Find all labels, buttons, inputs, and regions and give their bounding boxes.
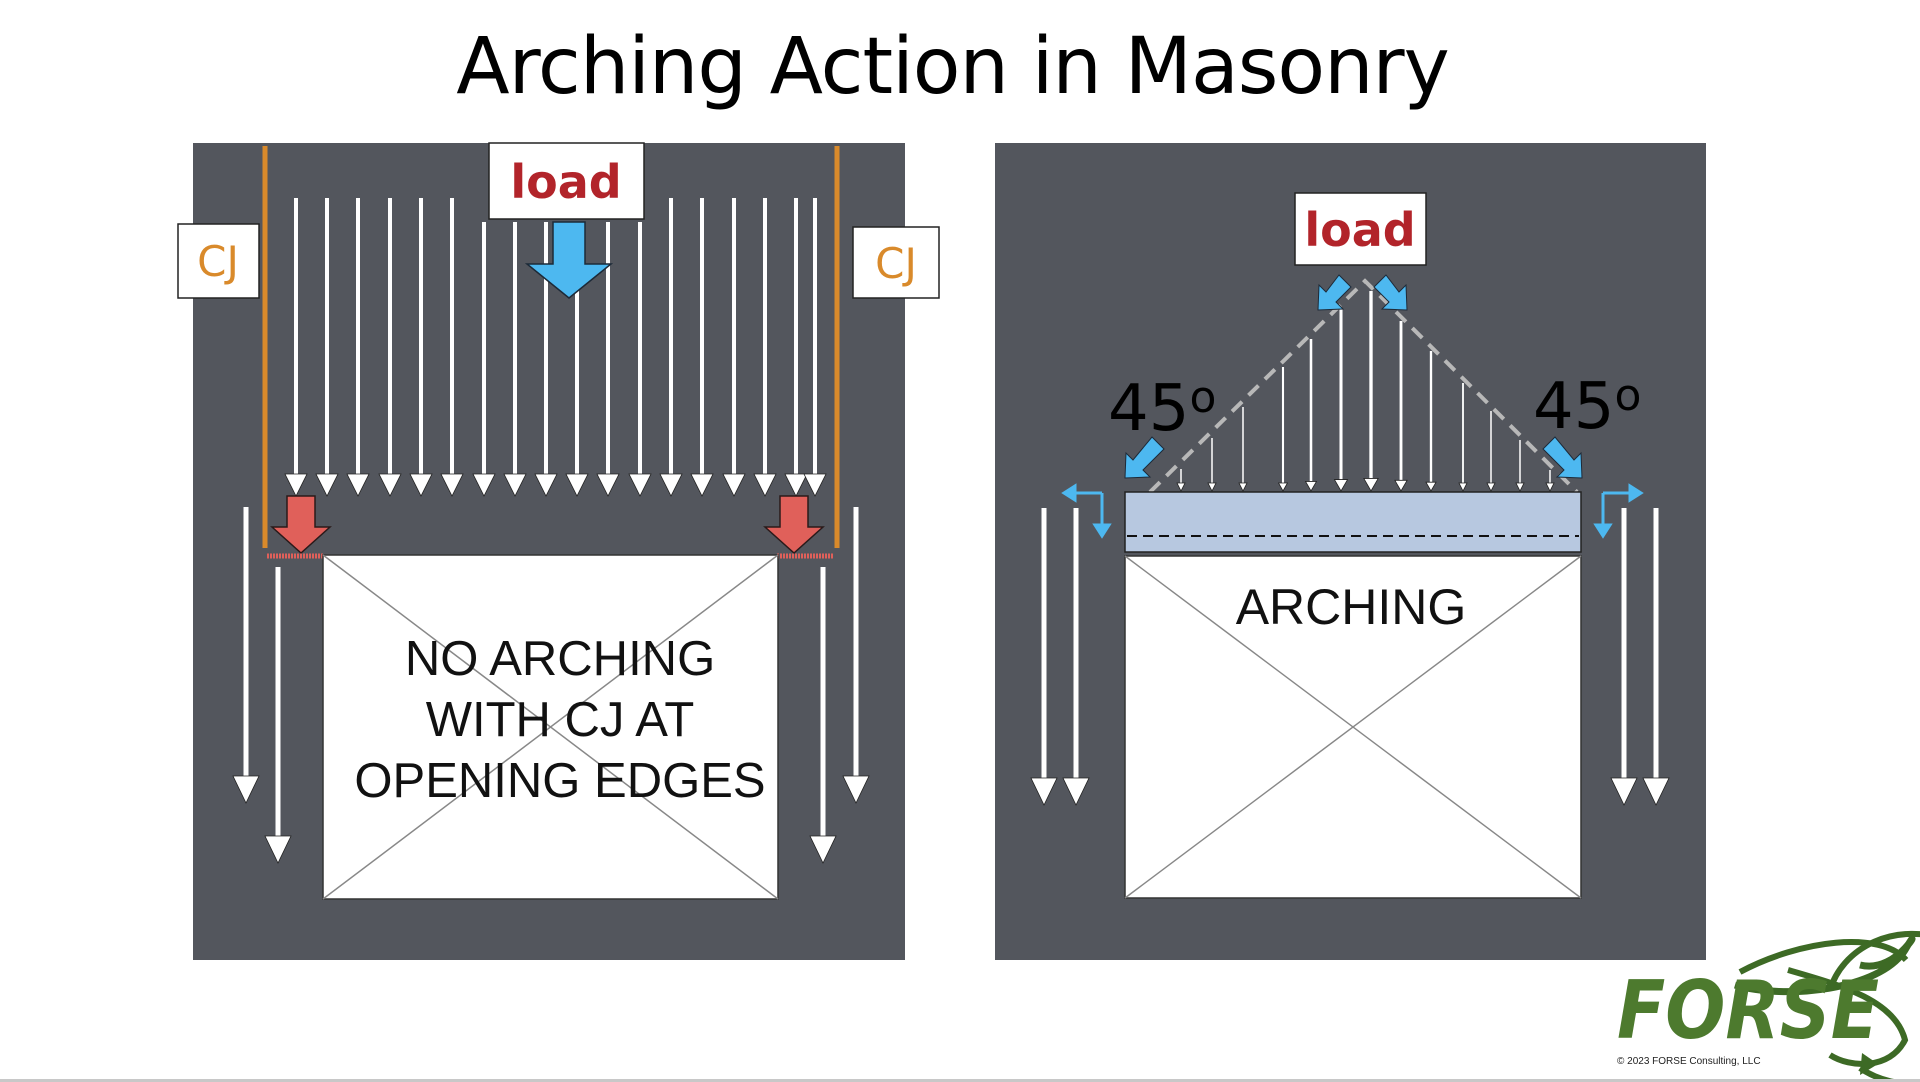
left-load-label: load xyxy=(510,155,621,209)
side-down-arrow xyxy=(1610,508,1638,806)
side-down-arrow xyxy=(842,507,870,804)
load-arrow xyxy=(784,198,808,497)
side-down-arrow xyxy=(1642,508,1670,806)
triangle-load-arrow xyxy=(1515,440,1525,492)
load-arrow xyxy=(346,198,370,497)
side-down-arrow xyxy=(1030,508,1058,806)
logo-swoosh xyxy=(1733,935,1916,996)
left-load-label-box xyxy=(488,142,645,220)
triangle-load-arrow xyxy=(1486,411,1496,492)
load-arrow xyxy=(409,198,433,497)
forse-logo: FORSE xyxy=(1617,930,1920,1082)
slide-title: Arching Action in Masonry xyxy=(456,22,1450,112)
triangle-load-arrow xyxy=(1425,351,1437,492)
right-opening-label: ARCHING xyxy=(1236,579,1467,635)
left-opening xyxy=(322,554,779,900)
triangle-load-arrows xyxy=(1176,291,1555,492)
right-load-label-box xyxy=(1294,192,1427,266)
side-down-arrow xyxy=(809,567,837,864)
right-load-label: load xyxy=(1304,203,1415,257)
left-panel: CJ CJ load NO ARCHING WITH CJ AT OPENING… xyxy=(177,142,940,960)
angle-right-label: 45o xyxy=(1533,370,1641,444)
triangle-load-arrow xyxy=(1238,407,1248,492)
triangle-load-arrow xyxy=(1333,309,1349,492)
triangle-load-arrow xyxy=(1363,291,1379,492)
logo-text: FORSE xyxy=(1617,964,1879,1057)
side-down-arrow xyxy=(232,507,260,804)
slide-bottom-rule xyxy=(0,1079,1920,1082)
load-arrow xyxy=(803,198,827,497)
left-side-arrows xyxy=(232,507,870,864)
left-thrust-arrows xyxy=(1061,483,1112,539)
load-arrow xyxy=(472,222,496,497)
load-arrow xyxy=(722,198,746,497)
triangle-load-arrow xyxy=(1277,367,1289,492)
copyright-text: © 2023 FORSE Consulting, LLC xyxy=(1617,1056,1761,1067)
load-arrow xyxy=(315,198,339,497)
left-opening-line-1: NO ARCHING xyxy=(405,632,715,686)
load-arrow xyxy=(503,222,527,497)
triangle-load-arrow xyxy=(1458,383,1468,492)
left-opening-line-2: WITH CJ AT xyxy=(426,693,695,747)
angle-left-blue-arrow xyxy=(1124,436,1165,479)
side-down-arrow xyxy=(1062,508,1090,806)
triangle-load-arrow xyxy=(1207,438,1217,492)
angle-right-blue-arrow xyxy=(1542,436,1583,479)
lintel xyxy=(1124,491,1582,553)
apex-left-blue-arrow xyxy=(1317,274,1352,311)
cj-left-label-box xyxy=(177,223,260,299)
right-reaction-red-arrow xyxy=(763,495,825,555)
right-opening xyxy=(1124,555,1582,899)
load-arrow xyxy=(628,222,652,497)
cj-right-label-box xyxy=(852,226,940,299)
triangle-load-arrow xyxy=(1394,321,1408,492)
load-arrow xyxy=(659,198,683,497)
cj-left-label: CJ xyxy=(197,237,239,286)
arch-triangle-dashed xyxy=(1148,278,1579,494)
triangle-load-arrow xyxy=(1545,470,1555,492)
apex-right-blue-arrow xyxy=(1373,274,1408,311)
load-arrow xyxy=(440,198,464,497)
right-side-arrows xyxy=(1030,508,1670,806)
side-down-arrow xyxy=(264,567,292,864)
left-reaction-red-arrow xyxy=(270,495,332,555)
load-arrow xyxy=(753,198,777,497)
right-panel: ARCHING load 45o 45o xyxy=(995,143,1706,960)
triangle-load-arrow xyxy=(1304,339,1318,492)
load-arrow xyxy=(378,198,402,497)
right-thrust-arrows xyxy=(1593,483,1644,539)
load-arrow xyxy=(690,198,714,497)
left-opening-line-3: OPENING EDGES xyxy=(354,754,765,808)
triangle-load-arrow xyxy=(1176,469,1186,492)
angle-left-label: 45o xyxy=(1108,372,1216,446)
left-load-blue-arrow xyxy=(524,221,614,299)
load-arrow xyxy=(284,198,308,497)
cj-right-label: CJ xyxy=(875,239,917,288)
